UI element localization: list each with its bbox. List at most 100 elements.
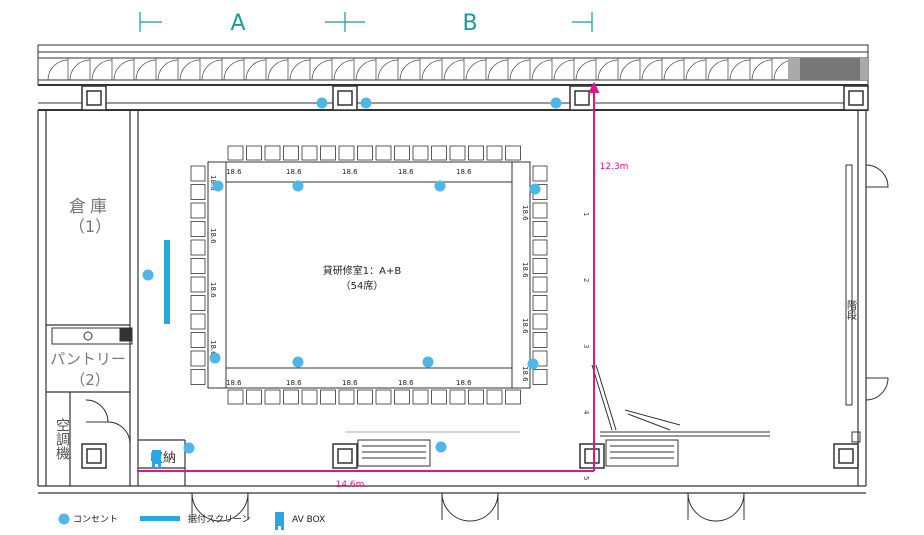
table-size-label: 18.6 [286, 379, 302, 387]
chair [264, 389, 281, 405]
chair [532, 313, 548, 330]
chair [190, 295, 206, 311]
chair [449, 389, 466, 405]
scale-tick-label: 1 [582, 212, 590, 216]
chair [190, 184, 206, 200]
legend: コンセント 据付スクリーン AV BOX [58, 512, 325, 530]
window-mullion [465, 59, 487, 81]
chair [468, 389, 484, 405]
window-mullion [157, 59, 179, 81]
table-size-label: 18.6 [286, 168, 302, 176]
right-wall-detail [845, 164, 861, 443]
aircon-label: 空調機 [54, 418, 70, 461]
table-bottom-row [207, 367, 531, 389]
chair [532, 239, 548, 256]
chair [190, 369, 206, 385]
window-mullion [597, 59, 619, 81]
chair [431, 145, 447, 161]
table-size-label: 18.6 [521, 205, 529, 221]
table-size-label: 18.6 [342, 379, 358, 387]
window-mullion [443, 59, 465, 81]
window-mullion [751, 59, 773, 81]
chair [338, 145, 355, 161]
storage-number: （1） [69, 217, 111, 236]
chair [394, 145, 410, 161]
chair [227, 389, 244, 405]
table-size-label: 18.6 [398, 379, 414, 387]
chair [449, 145, 466, 161]
window-mullion [377, 59, 399, 81]
pantry-name: パントリー [50, 350, 126, 368]
window-mullion [333, 59, 355, 81]
chair [301, 145, 318, 161]
chair [227, 145, 244, 161]
chair [190, 202, 206, 219]
legend-screen-label: 据付スクリーン [188, 513, 251, 525]
scale-tick-label: 3 [582, 344, 590, 348]
stairs-label: 階段 [845, 300, 857, 321]
dimension-lines [137, 81, 600, 472]
chair [532, 221, 548, 237]
table-size-labels: 18.6 18.6 18.6 18.6 18.6 18.6 18.6 18.6 18.6 18.6… [209, 168, 529, 387]
chairs [190, 145, 548, 405]
room-capacity: （54席） [341, 279, 384, 292]
chair [246, 389, 262, 405]
window-mullion [553, 59, 575, 81]
chair [486, 145, 503, 161]
window-mullion [47, 59, 69, 81]
zone-label-a: A [230, 11, 245, 36]
window-mullion [91, 59, 113, 81]
chair [532, 202, 548, 219]
window-mullion [113, 59, 135, 81]
window-mullion [421, 59, 443, 81]
chair [412, 145, 429, 161]
table-size-label: 18.6 [521, 366, 529, 382]
chair [338, 389, 355, 405]
window-mullion [201, 59, 223, 81]
chair [532, 369, 548, 385]
columns [81, 85, 869, 469]
chair [264, 145, 281, 161]
chair [486, 389, 503, 405]
depth-dimension: 12.3m [600, 162, 629, 172]
chair [320, 145, 336, 161]
table-size-label: 18.6 [456, 379, 472, 387]
legend-avbox-icon [275, 512, 284, 530]
table-left-column [207, 161, 227, 389]
window-mullion [509, 59, 531, 81]
window-mullion [223, 59, 245, 81]
table-size-label: 18.6 [521, 262, 529, 278]
width-dimension: 14.6m [336, 480, 365, 490]
zone-label-b: B [462, 11, 477, 36]
window-mullion [179, 59, 201, 81]
pantry-number: （2） [70, 371, 110, 389]
chair [283, 389, 299, 405]
lower-furniture [345, 364, 770, 467]
outer-walls [37, 110, 867, 494]
scale-tick-label: 4 [582, 410, 590, 415]
chair [532, 165, 548, 182]
window-hatch [788, 58, 868, 80]
table-size-label: 18.6 [226, 168, 242, 176]
chair [375, 389, 392, 405]
chair [246, 145, 262, 161]
outlets [142, 97, 562, 454]
window-mullion [245, 59, 267, 81]
window-mullion [289, 59, 311, 81]
chair [394, 389, 410, 405]
chair [190, 165, 206, 182]
chair [532, 295, 548, 311]
chair [505, 389, 521, 405]
table-size-label: 18.6 [342, 168, 358, 176]
window-mullion [619, 59, 641, 81]
zone-markers [139, 12, 593, 32]
table-size-label: 18.6 [209, 282, 217, 298]
chair [468, 145, 484, 161]
table-size-label: 18.6 [456, 168, 472, 176]
table-size-label: 18.6 [521, 318, 529, 334]
chair [190, 258, 206, 274]
chair [190, 313, 206, 330]
installed-screen [164, 240, 170, 324]
